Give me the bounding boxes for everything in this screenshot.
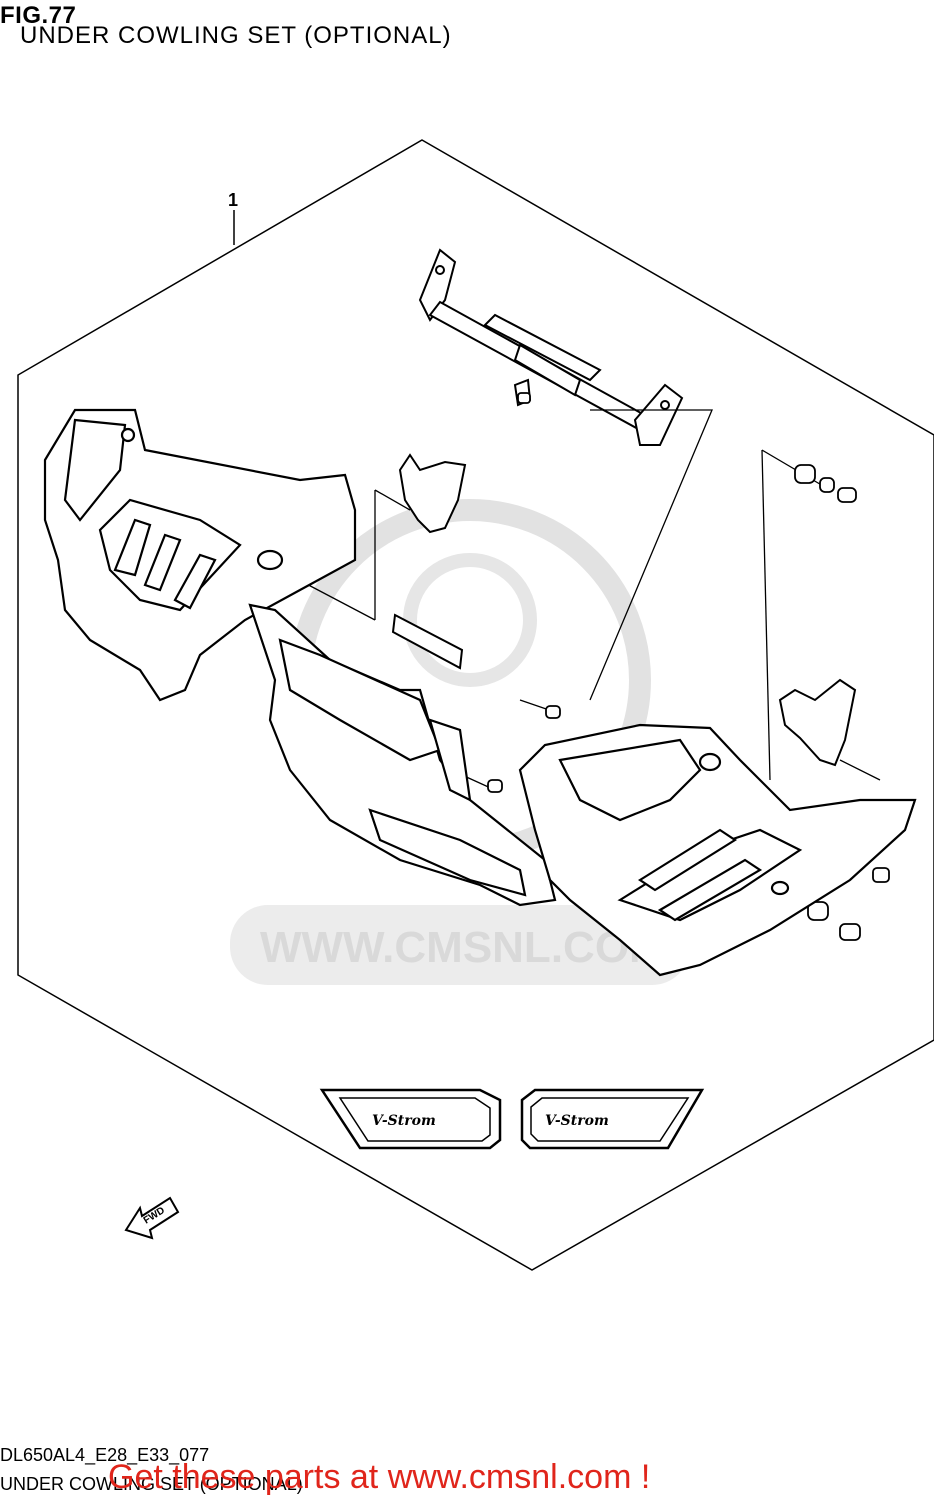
bracket-right [778, 678, 857, 767]
bracket-left [398, 453, 467, 534]
under-cowling-center [248, 603, 557, 907]
emblem-left: V-Strom [319, 1088, 502, 1150]
mount-bar [418, 248, 684, 446]
emblem-right: V-Strom [520, 1088, 705, 1150]
figure-number: FIG.77 [0, 2, 77, 29]
bolts [487, 392, 890, 941]
promo-link[interactable]: Get these parts at www.cmsnl.com ! [108, 1458, 651, 1496]
diagram-code: DL650AL4_E28_E33_077 [0, 1445, 210, 1465]
cushion-pad [391, 613, 464, 670]
figure-title: UNDER COWLING SET (OPTIONAL) [20, 22, 452, 49]
fwd-arrow-icon: FWD [124, 1196, 180, 1240]
kit-boundary [17, 139, 934, 1271]
under-cowling-right [518, 723, 917, 977]
emblem-left-text: V-Strom [372, 1113, 436, 1129]
footer-title: UNDER COWLING SET (OPTIONAL) [0, 1474, 303, 1494]
emblem-right-text: V-Strom [545, 1113, 609, 1129]
under-cowling-left [43, 408, 357, 702]
watermark-text: WWW.CMSNL.COM [260, 923, 666, 972]
callout-number: 1 [228, 190, 239, 210]
